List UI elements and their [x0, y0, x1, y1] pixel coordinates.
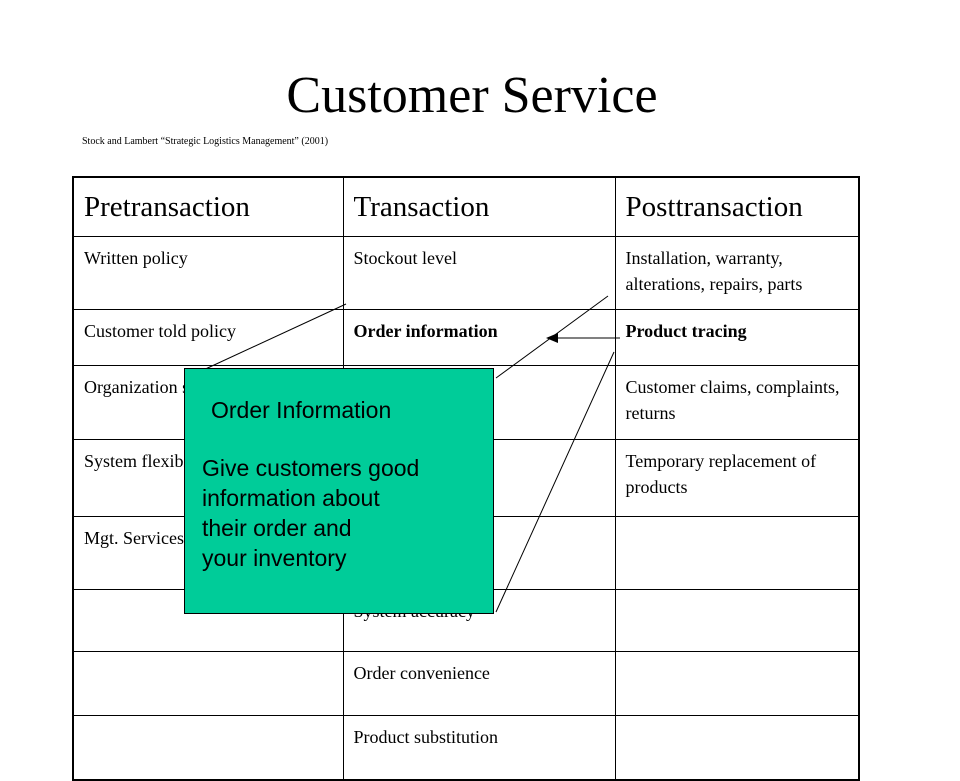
table-cell — [614, 651, 860, 716]
table-cell: Customer claims, complaints, returns — [614, 365, 860, 440]
table-row: Written policy Stockout level Installati… — [72, 236, 860, 310]
connector-overlay — [185, 295, 620, 613]
table-cell — [614, 516, 860, 590]
table-cell — [72, 715, 344, 781]
connector-line — [185, 303, 347, 379]
connector-line — [495, 351, 615, 613]
header-row: Pretransaction Transaction Posttransacti… — [72, 176, 860, 237]
table-cell: Written policy — [72, 236, 344, 310]
table-cell — [614, 589, 860, 652]
table-cell: Product substitution — [342, 715, 616, 781]
table-cell: Order convenience — [342, 651, 616, 716]
slide-title: Customer Service — [286, 67, 658, 124]
table-cell-highlighted: Product tracing — [614, 309, 860, 366]
table-row: Order convenience — [72, 651, 860, 716]
table-cell: Temporary replacement of products — [614, 439, 860, 517]
callout-heading: Order Information — [211, 397, 392, 423]
arrowhead-icon — [546, 333, 558, 343]
service-table: Pretransaction Transaction Posttransacti… — [72, 176, 860, 781]
callout-body: Give customers good information about th… — [202, 455, 420, 571]
header-posttransaction: Posttransaction — [614, 176, 860, 237]
order-information-callout: Order Information Give customers good in… — [184, 368, 494, 614]
table-cell — [72, 651, 344, 716]
table-row: Product substitution — [72, 715, 860, 781]
table-cell — [614, 715, 860, 781]
table-cell: Installation, warranty, alterations, rep… — [614, 236, 860, 310]
citation: Stock and Lambert “Strategic Logistics M… — [82, 136, 329, 147]
